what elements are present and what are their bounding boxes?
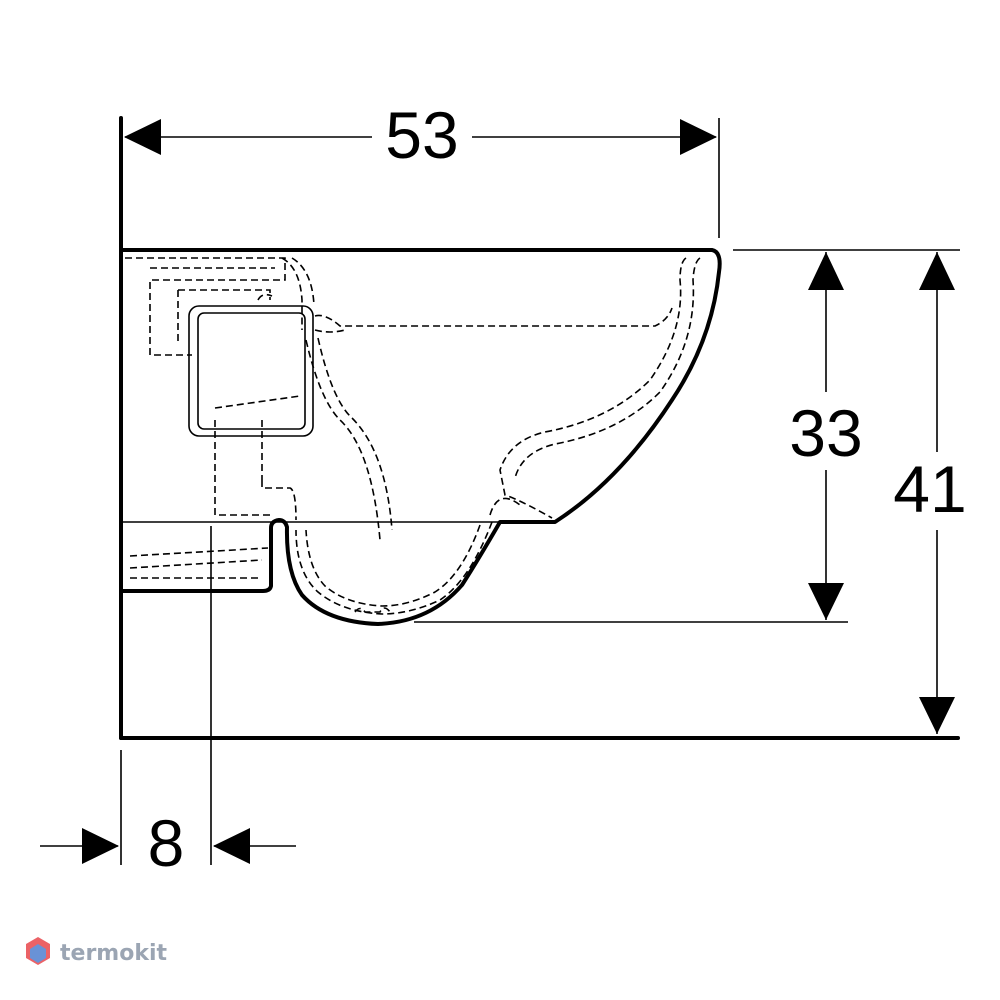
dim-41-arrow-top	[919, 252, 955, 290]
outlet-left	[214, 420, 270, 516]
logo-hexagon-inner-icon	[30, 944, 46, 963]
wall-and-floor	[119, 116, 960, 740]
base-hidden-a	[129, 547, 269, 557]
dimension-41: 41	[850, 249, 967, 734]
dim-41-arrow-bottom	[919, 697, 955, 734]
flush-pipe-upper	[125, 257, 286, 356]
rim-channel-left-b	[291, 257, 315, 306]
toilet-outline	[119, 248, 722, 626]
dim-41-label: 41	[893, 452, 966, 526]
bowl-inner-right-b	[514, 257, 701, 479]
inlet-socket	[188, 305, 314, 437]
rim-channel-left-a	[281, 257, 303, 330]
watermark-logo: termokit	[26, 937, 167, 966]
dim-33-arrow-top	[808, 252, 844, 290]
dim-8-arrow-left	[82, 828, 119, 864]
rim-line	[314, 307, 673, 327]
dim-33-label: 33	[789, 396, 862, 470]
dim-53-arrow-left	[124, 119, 161, 155]
flush-pipe-step	[178, 289, 271, 300]
rim-lip	[314, 329, 346, 333]
siphon-left-a	[305, 339, 381, 541]
base-hidden-b	[129, 559, 263, 569]
outlet-top	[214, 395, 301, 409]
dim-53-arrow-right	[680, 119, 717, 155]
trap-bottom-a	[295, 521, 493, 615]
dimension-53: 53	[124, 98, 720, 238]
trap-lowest-detail	[354, 607, 391, 613]
dimension-33: 33	[414, 249, 863, 623]
watermark-text: termokit	[60, 941, 167, 966]
bowl-outer-outline	[119, 248, 722, 626]
dimension-8: 8	[40, 526, 296, 880]
hidden-lines	[125, 257, 701, 615]
dim-8-label: 8	[148, 806, 185, 880]
small-curve	[257, 293, 273, 301]
bowl-inner-right-a	[499, 257, 687, 519]
dim-8-arrow-right	[213, 828, 250, 864]
trap-peak	[489, 497, 521, 516]
dim-33-arrow-bottom	[808, 583, 844, 620]
inlet-outer	[188, 305, 314, 437]
outlet-spigot	[261, 480, 297, 521]
trap-bottom-b	[305, 524, 481, 607]
siphon-left-b	[317, 337, 393, 531]
dim-53-label: 53	[385, 98, 458, 172]
inlet-inner	[197, 312, 306, 430]
